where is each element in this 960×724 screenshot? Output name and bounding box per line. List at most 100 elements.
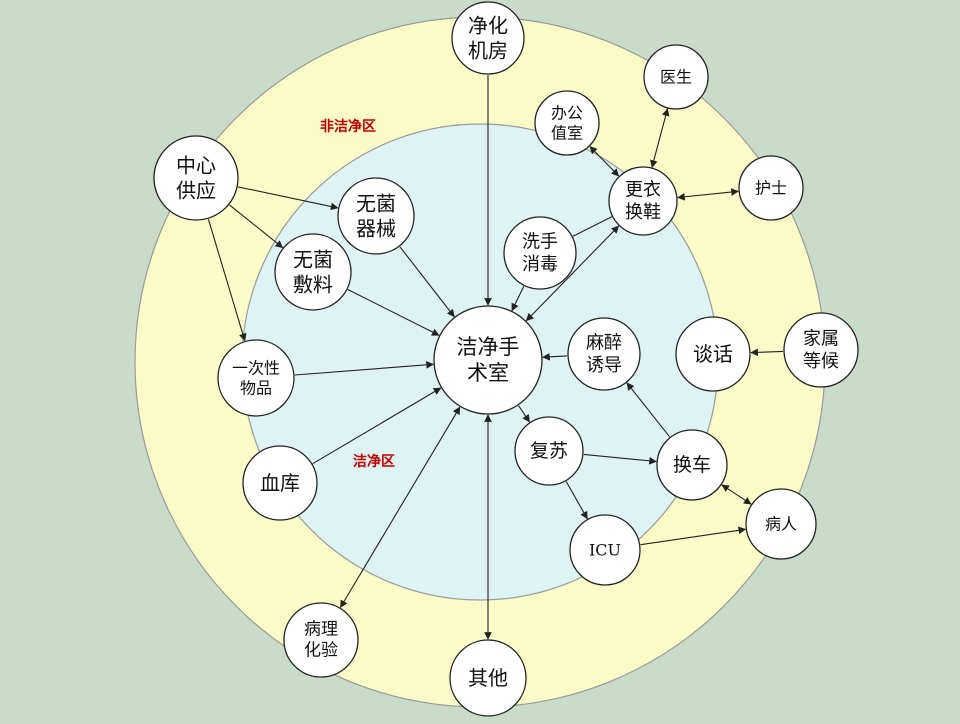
edge-nurse-change [677,188,739,201]
edge-family-talk [750,348,784,357]
node-label-blood: 血库 [260,471,300,495]
edge-recovery-icu [565,481,588,520]
node-circle-patient [745,488,817,560]
node-other: 其他 [449,639,527,717]
node-circle-recovery [514,416,584,486]
node-label-dressing: 无菌 [293,248,333,272]
node-circle-supply [153,135,239,221]
node-circle-other [449,639,527,717]
node-circle-anesth [567,317,641,391]
node-circle-change [608,166,678,236]
node-circle-disposable [217,339,295,417]
node-circle-family [783,312,859,388]
node-circle-wash [503,216,577,290]
edge-disposable-center [294,360,434,376]
node-label-other: 其他 [468,666,508,690]
node-label-change: 更衣 [625,179,661,200]
edge-cart-patient [721,484,752,505]
node-circle-icu [569,514,641,586]
edge-dressing-center [347,289,440,336]
edge-doctor-change [650,108,670,168]
node-label-dressing: 敷料 [293,273,333,297]
node-circle-center [433,305,543,415]
node-label-instr: 器械 [356,217,396,241]
node-nurse: 护士 [738,155,804,221]
node-circle-blood [242,445,318,521]
node-label-center: 洁净手 [457,335,520,359]
edge-icu-patient [640,526,747,546]
node-label-icu: ICU [589,541,621,560]
node-label-machine: 净化 [468,14,508,38]
node-patient: 病人 [745,488,817,560]
node-label-cart: 换车 [673,454,711,476]
node-label-wash: 消毒 [522,254,558,275]
node-circle-talk [675,316,751,392]
node-label-family: 等候 [803,351,839,372]
node-cart: 换车 [656,429,728,501]
node-label-office: 值室 [551,124,583,143]
node-label-anesth: 诱导 [586,355,622,376]
edge-center-recovery [518,405,530,423]
node-talk: 谈话 [675,316,751,392]
node-label-anesth: 麻醉 [586,332,622,353]
node-icu: ICU [569,514,641,586]
node-circle-patho [283,602,359,678]
node-recovery: 复苏 [514,416,584,486]
node-label-office: 办公 [551,104,583,123]
node-label-disposable: 物品 [240,379,272,398]
edge-recovery-cart [583,453,657,465]
node-label-patient: 病人 [765,515,797,534]
node-label-machine: 机房 [468,39,508,63]
node-label-talk: 谈话 [693,342,733,366]
node-label-nurse: 护士 [755,179,787,198]
node-circle-nurse [738,155,804,221]
node-circle-dressing [274,233,352,311]
node-label-supply: 供应 [176,179,216,203]
node-circle-machine [451,1,525,75]
node-doctor: 医生 [643,44,709,110]
node-label-supply: 中心 [176,154,216,178]
node-label-change: 换鞋 [625,202,661,223]
edge-wash-center [511,286,525,312]
edge-office-change [589,146,620,177]
node-label-patho: 病理 [304,619,338,639]
node-circle-instr [337,177,415,255]
edge-instr-center [399,246,455,318]
node-label-family: 家属 [803,328,839,349]
edges-layer [207,75,784,640]
node-circle-doctor [643,44,709,110]
edge-supply-dressing [229,204,284,249]
edge-cart-anesth [626,382,671,438]
edge-supply-instr [237,186,339,211]
clean-zone-label: 洁净区 [353,453,395,470]
node-circle-cart [656,429,728,501]
nodes-layer: 洁净手术室净化机房中心供应无菌器械无菌敷料一次性物品血库病理化验其他洗手消毒更衣… [153,1,859,717]
node-label-recovery: 复苏 [530,440,568,462]
edge-supply-disposable [207,219,247,342]
node-label-patho: 化验 [304,641,338,661]
edge-patho-center [340,406,461,609]
node-blood: 血库 [242,445,318,521]
node-label-doctor: 医生 [660,68,692,87]
node-circle-office [534,90,600,156]
node-label-center: 术室 [467,361,509,385]
edge-change-center [525,225,620,322]
node-label-disposable: 一次性 [232,359,280,378]
node-label-instr: 无菌 [356,192,396,216]
edge-anesth-center [542,352,568,361]
non-clean-zone-label: 非洁净区 [320,118,376,135]
